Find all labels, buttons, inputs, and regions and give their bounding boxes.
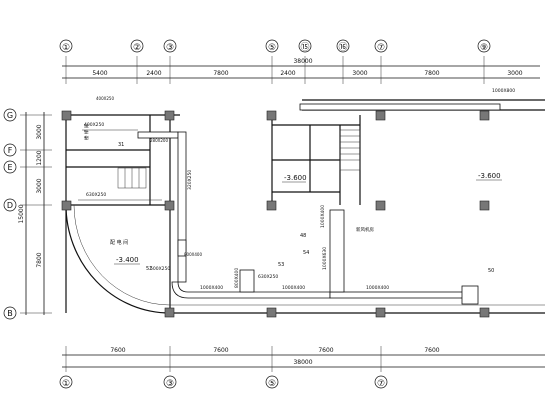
axis-label-bottom: ③: [166, 379, 174, 389]
duct-tag: 280X200: [150, 138, 168, 143]
left-dimension: 7800: [36, 252, 43, 267]
duct-size: 1000X400: [320, 205, 326, 228]
bottom-dimension: 7600: [318, 347, 333, 354]
bottom-dimension: 7600: [424, 347, 439, 354]
columns: [61, 110, 490, 318]
leader-number: 48: [300, 233, 306, 239]
top-dimension: 3000: [352, 70, 367, 77]
left-axis-bubbles: [3, 108, 17, 320]
bottom-total-dimension: 38000: [293, 359, 312, 366]
top-dimension: 7800: [424, 70, 439, 77]
duct-tag: 400X250: [96, 96, 114, 101]
note-label: 新风机房: [356, 226, 374, 233]
stair-label: 楼 梯 间: [83, 123, 90, 140]
duct-size: 1000X400: [282, 285, 305, 291]
duct-size: 320X250: [187, 170, 193, 190]
leader-number: 31: [118, 142, 124, 148]
left-dimension: 3000: [36, 178, 43, 193]
duct-size: 1000X400: [366, 285, 389, 291]
top-dimension: 7800: [213, 70, 228, 77]
top-dimension-lines: [62, 56, 540, 84]
axis-label-top: ①: [62, 43, 70, 53]
left-dimension-lines: [20, 112, 52, 315]
duct-size: 500X250: [150, 266, 170, 272]
axis-label-left: B: [7, 309, 13, 318]
duct-size: 400X250: [84, 122, 104, 128]
axis-label-left: F: [8, 146, 13, 155]
duct-size: 630X250: [258, 274, 278, 280]
top-total-dimension: 38000: [293, 58, 312, 65]
level-mark: -3.600: [284, 174, 307, 182]
leader-number: 50: [488, 268, 494, 274]
duct-size: 800X400: [234, 268, 240, 288]
axis-label-top: ⑤: [268, 43, 276, 53]
room-label: 配 电 间: [110, 239, 128, 246]
duct-tag: 800X400: [184, 252, 202, 257]
axis-label-top: ⑨: [480, 43, 488, 53]
axis-label-bottom: ⑦: [377, 379, 385, 389]
top-dimension: 3000: [507, 70, 522, 77]
bottom-dimension-lines: [62, 346, 545, 372]
axis-label-left: E: [7, 163, 12, 172]
top-dimension: 2400: [280, 70, 295, 77]
duct-size: 1000X630: [322, 247, 328, 270]
bottom-axis-bubbles: [59, 375, 388, 389]
axis-label-top: ⑮: [300, 42, 309, 53]
bottom-dimension: 7600: [110, 347, 125, 354]
axis-label-bottom: ⑤: [268, 379, 276, 389]
duct-size: 1000X800: [492, 88, 515, 94]
axis-label-top: ②: [133, 43, 141, 53]
top-dimension: 5400: [92, 70, 107, 77]
axis-label-left: D: [7, 201, 13, 210]
left-dimension: 1200: [36, 150, 43, 165]
axis-label-left: G: [7, 111, 13, 120]
axis-label-top: ⑯: [338, 42, 347, 53]
top-dimension: 2400: [146, 70, 161, 77]
building-walls: [65, 99, 545, 314]
left-dimension: 3000: [36, 124, 43, 139]
top-axis-bubbles: [59, 39, 491, 53]
leader-number: 53: [278, 262, 284, 268]
stair: [117, 129, 361, 189]
axis-label-top: ③: [166, 43, 174, 53]
level-mark: -3.600: [478, 172, 501, 180]
axis-label-bottom: ①: [62, 379, 70, 389]
leader-number: 54: [303, 250, 309, 256]
ducts: [78, 103, 501, 305]
bottom-dimension: 7600: [213, 347, 228, 354]
axis-label-top: ⑦: [377, 43, 385, 53]
leader-number: 52: [146, 266, 152, 272]
level-mark: -3.400: [116, 256, 139, 264]
duct-size: 630X250: [86, 192, 106, 198]
duct-size: 1000X400: [200, 285, 223, 291]
left-total-dimension: 15000: [18, 204, 25, 223]
